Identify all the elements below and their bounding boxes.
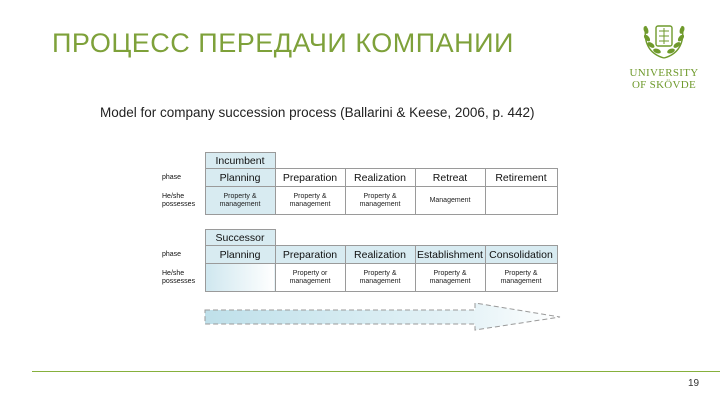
possession-line1: Property & — [504, 269, 538, 277]
incumbent-possesses-label: He/she possesses — [160, 187, 205, 215]
successor-phase-label: phase — [162, 250, 182, 258]
possession-line2: management — [289, 200, 331, 208]
possession-line2: management — [219, 200, 261, 208]
successor-phase-realization: Realization — [344, 245, 416, 264]
incumbent-table: Incumbent phase Planning Preparation Rea… — [160, 152, 558, 215]
possession-line2: management — [289, 277, 331, 285]
incumbent-possession-cell: Property & management — [204, 186, 276, 215]
possession-line1: Property & — [433, 269, 467, 277]
successor-phase-planning: Planning — [204, 245, 276, 264]
successor-phase-consolidation: Consolidation — [484, 245, 558, 264]
possession-line2: management — [359, 200, 401, 208]
possesses-label-line1: He/she — [162, 269, 185, 277]
diagram-caption: Model for company succession process (Ba… — [100, 105, 535, 120]
successor-possession-cell: Property & management — [414, 263, 486, 292]
transition-arrow — [204, 302, 561, 331]
possession-line2: management — [359, 277, 401, 285]
possession-line1: Property & — [363, 192, 397, 200]
slide-title: ПРОЦЕСС ПЕРЕДАЧИ КОМПАНИИ — [52, 28, 514, 58]
possession-line1: Property & — [293, 192, 327, 200]
incumbent-phase-retirement: Retirement — [484, 168, 558, 187]
incumbent-phase-realization: Realization — [344, 168, 416, 187]
successor-possession-cell: Property & management — [484, 263, 558, 292]
university-logo: UNIVERSITY OF SKÖVDE — [626, 12, 702, 91]
possesses-label-line2: possesses — [162, 200, 196, 208]
possesses-label-line2: possesses — [162, 277, 196, 285]
successor-possesses-label: He/she possesses — [160, 264, 205, 292]
successor-possession-cell: Property or management — [274, 263, 346, 292]
possesses-label-line1: He/she — [162, 192, 185, 200]
logo-text-line1: UNIVERSITY — [629, 67, 699, 79]
footer-divider — [32, 371, 720, 372]
incumbent-phase-planning: Planning — [204, 168, 276, 187]
successor-table: Successor phase Planning Preparation Rea… — [160, 229, 558, 292]
successor-phase-preparation: Preparation — [274, 245, 346, 264]
arrow-shape — [204, 302, 561, 331]
possession-line1: Property or — [292, 269, 328, 277]
possession-line2: management — [429, 277, 471, 285]
possession-line1: Management — [429, 196, 471, 204]
incumbent-title: Incumbent — [204, 152, 276, 169]
incumbent-phase-label: phase — [162, 173, 182, 181]
logo-text-line2: OF SKÖVDE — [631, 79, 697, 91]
successor-possession-cell — [204, 263, 276, 292]
incumbent-possession-cell: Management — [414, 186, 486, 215]
incumbent-possession-cell: Property & management — [344, 186, 416, 215]
page-number: 19 — [688, 378, 700, 389]
incumbent-phase-retreat: Retreat — [414, 168, 486, 187]
incumbent-possession-cell — [484, 186, 558, 215]
incumbent-phase-preparation: Preparation — [274, 168, 346, 187]
possession-line1: Property & — [363, 269, 397, 277]
incumbent-possession-cell: Property & management — [274, 186, 346, 215]
successor-phase-establishment: Establishment — [414, 245, 486, 264]
laurel-wreath-icon — [643, 25, 685, 59]
successor-possession-cell: Property & management — [344, 263, 416, 292]
possession-line1: Property & — [223, 192, 257, 200]
successor-title: Successor — [204, 229, 276, 246]
possession-line2: management — [500, 277, 542, 285]
